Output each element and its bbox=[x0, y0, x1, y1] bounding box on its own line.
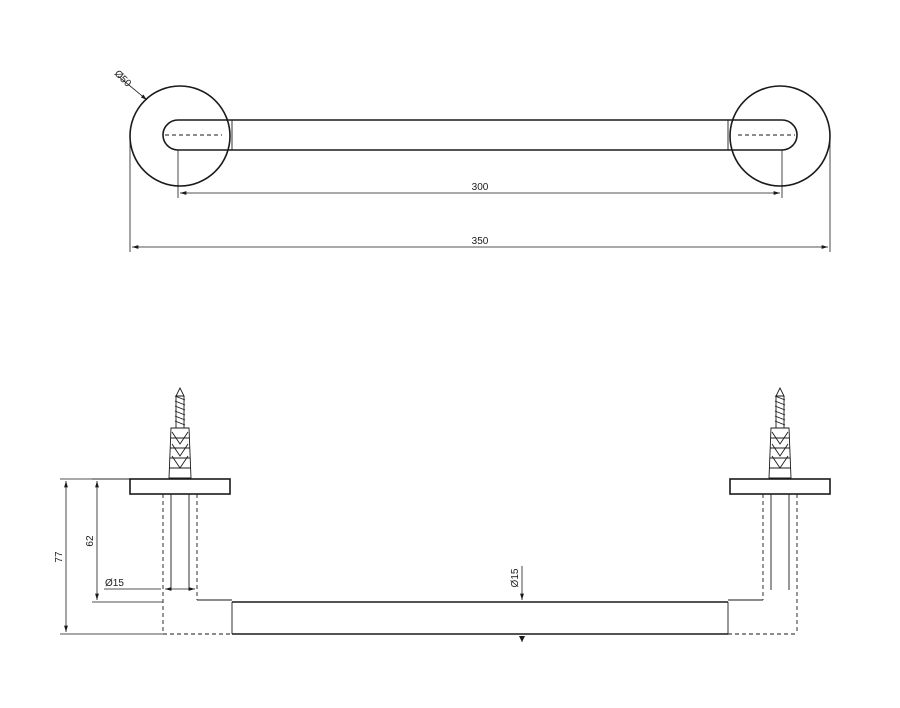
side-view: 77 62 Ø15 Ø15 bbox=[54, 386, 831, 642]
right-rosette bbox=[729, 85, 831, 187]
bar-diameter-label: Ø15 bbox=[510, 568, 521, 587]
dimension-300: 300 bbox=[177, 150, 783, 198]
rosette-diameter-label: Ø50 bbox=[112, 68, 133, 89]
overall-width-label: 350 bbox=[472, 236, 489, 247]
dimension-350: 350 bbox=[129, 136, 831, 252]
left-post bbox=[162, 494, 232, 635]
right-post bbox=[728, 494, 798, 635]
right-wall-plate bbox=[729, 478, 831, 495]
left-screw-anchor bbox=[168, 386, 192, 479]
inner-width-label: 300 bbox=[472, 182, 489, 193]
height-total-label: 77 bbox=[54, 551, 65, 563]
dimension-77: 77 bbox=[54, 478, 163, 635]
towel-bar-side bbox=[231, 601, 729, 635]
left-rosette bbox=[129, 85, 231, 187]
height-inner-label: 62 bbox=[85, 535, 96, 547]
right-end-cap bbox=[728, 119, 798, 151]
dimension-62: 62 bbox=[85, 478, 163, 603]
right-screw-anchor bbox=[768, 386, 792, 479]
dimension-post-diameter: Ø15 bbox=[104, 578, 195, 591]
post-diameter-label: Ø15 bbox=[105, 578, 124, 589]
dimension-bar-diameter: Ø15 bbox=[510, 566, 525, 642]
top-view: Ø50 300 350 bbox=[112, 68, 831, 252]
left-end-cap bbox=[162, 119, 232, 151]
left-wall-plate bbox=[129, 478, 231, 495]
towel-bar-top bbox=[231, 119, 729, 151]
